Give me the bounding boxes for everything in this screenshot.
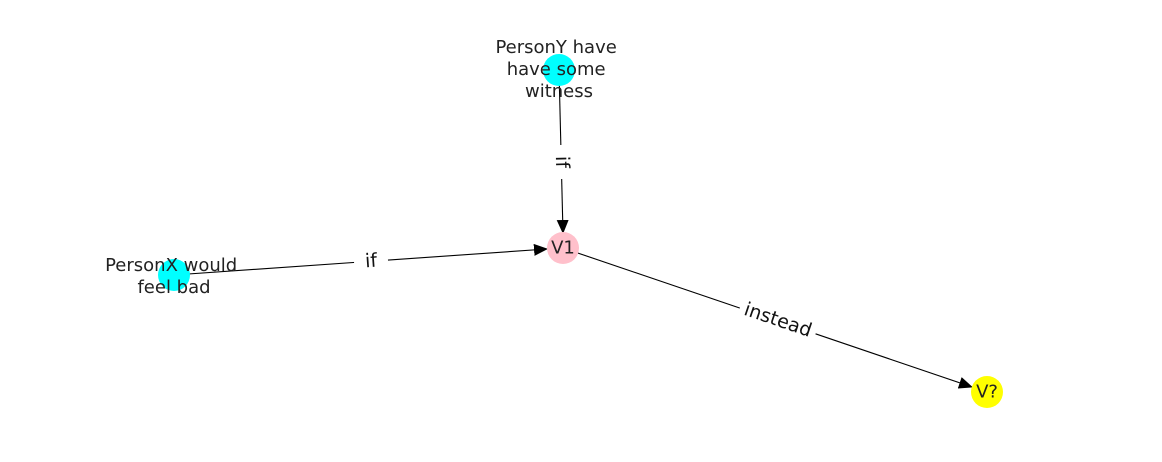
node-circle-v1 (547, 232, 579, 264)
node-label-persony-line-3: witness (525, 81, 593, 102)
node-persony: PersonY have have some witness (495, 37, 622, 102)
node-circle-persony (543, 54, 575, 86)
node-v1: V1 (547, 232, 579, 264)
node-circle-personx (158, 259, 190, 291)
node-label-personx-line-1: PersonX would (105, 255, 237, 276)
node-label-persony-line-1: PersonY have (495, 37, 616, 58)
edge-label-v1-to-vq: instead (735, 294, 821, 346)
node-circle-vq (971, 376, 1003, 408)
node-personx: PersonX would feel bad (105, 255, 243, 298)
edge-label-persony-to-v1: if (549, 144, 575, 180)
node-label-persony: PersonY have have some witness (495, 37, 622, 102)
node-vq: V? (971, 376, 1003, 408)
node-label-personx-line-2: feel bad (137, 277, 210, 298)
node-label-personx: PersonX would feel bad (105, 255, 243, 298)
node-label-persony-line-2: have some (507, 59, 606, 80)
edge-label-personx-to-v1: if (353, 247, 389, 275)
edge-label-text-personx: if (364, 250, 379, 273)
node-label-v1: V1 (551, 238, 575, 259)
edge-label-text-persony: if (551, 156, 573, 170)
node-label-vq: V? (976, 382, 998, 403)
edge-label-text-instead: instead (741, 298, 814, 341)
